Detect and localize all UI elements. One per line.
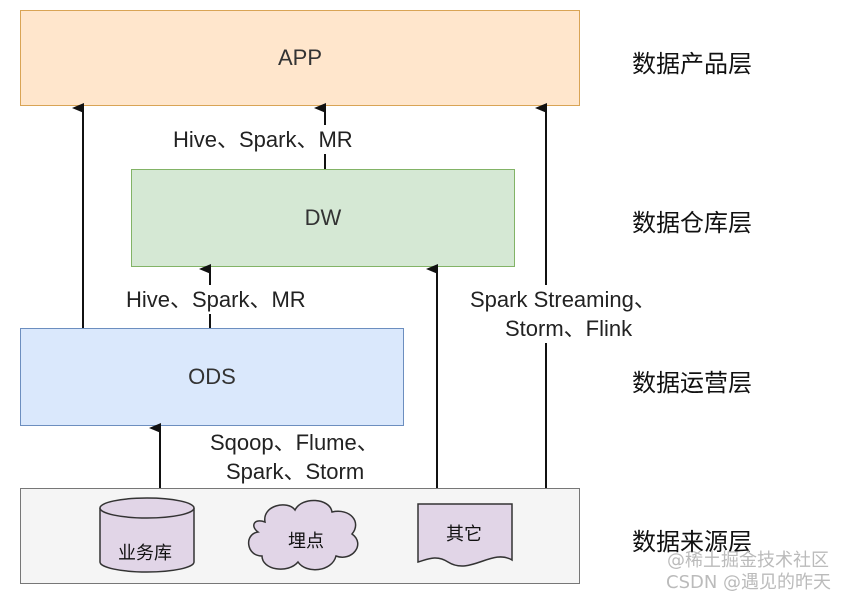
- cloud-label: 埋点: [288, 531, 324, 552]
- database-shape: [99, 497, 195, 573]
- watermark-csdn: CSDN @遇见的昨天: [666, 572, 832, 593]
- ods-box: ODS: [20, 328, 404, 426]
- layer-label-product: 数据产品层: [632, 50, 752, 78]
- database-label: 业务库: [118, 543, 172, 564]
- layer-label-source: 数据来源层: [632, 528, 752, 556]
- label-source-to-ods-line2: Spark、Storm: [226, 457, 365, 486]
- ods-box-label: ODS: [188, 364, 236, 389]
- label-source-to-ods-line1: Sqoop、Flume、: [210, 428, 379, 457]
- label-dw-to-app: Hive、Spark、MR: [173, 125, 353, 154]
- label-streaming-line1: Spark Streaming、: [470, 285, 656, 314]
- watermark-juejin: @稀土掘金技术社区: [667, 550, 829, 571]
- label-streaming-line2: Storm、Flink: [505, 314, 633, 343]
- document-shape: [417, 503, 513, 567]
- document-label: 其它: [446, 524, 482, 545]
- cloud-shape: [248, 499, 359, 571]
- app-box-label: APP: [277, 45, 323, 70]
- layer-label-operation: 数据运营层: [632, 369, 752, 397]
- app-box: APP: [20, 10, 580, 106]
- dw-box: DW: [131, 169, 515, 267]
- layer-label-warehouse: 数据仓库层: [632, 209, 752, 237]
- dw-box-label: DW: [304, 205, 342, 230]
- label-ods-to-dw: Hive、Spark、MR: [126, 285, 306, 314]
